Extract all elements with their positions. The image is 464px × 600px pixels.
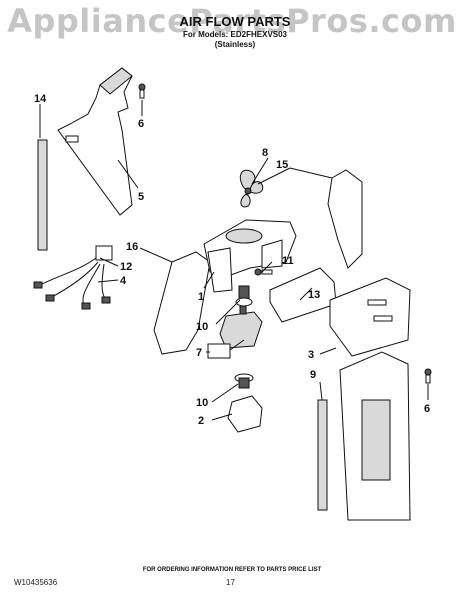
- leader-12: [99, 257, 119, 267]
- part-wire-harness: [33, 245, 113, 310]
- callout-5: 5: [138, 191, 144, 203]
- part-duct-right: [327, 169, 363, 269]
- leader-3: [319, 347, 337, 355]
- part-screw-top: [138, 83, 146, 99]
- leader-10-bottom: [211, 383, 239, 403]
- part-rear-cover: [329, 277, 411, 521]
- part-fan-motor: [219, 305, 263, 349]
- callout-14: 14: [34, 93, 47, 105]
- callout-10-bottom: 10: [196, 397, 208, 409]
- callout-11: 11: [282, 255, 294, 267]
- callout-12: 12: [120, 261, 132, 273]
- part-motor-mount-top: [235, 285, 253, 307]
- callout-6-right: 6: [424, 403, 430, 415]
- leader-4: [97, 279, 119, 283]
- part-wire-bracket: [269, 267, 337, 323]
- part-connector: [207, 339, 245, 359]
- callout-15: 15: [276, 159, 288, 171]
- part-screw-middle: [254, 268, 273, 276]
- part-seal-right: [317, 399, 328, 511]
- leader-15-b: [289, 167, 333, 179]
- part-seal-left: [37, 139, 48, 251]
- page-number: 17: [226, 578, 235, 587]
- watermark: AppliancePartsPros.com: [7, 2, 457, 40]
- callout-16: 16: [126, 241, 138, 253]
- callout-6-top: 6: [138, 118, 144, 130]
- leader-2: [211, 413, 233, 421]
- part-motor-bracket: [227, 395, 263, 433]
- part-screw-right: [424, 368, 432, 384]
- ordering-note: FOR ORDERING INFORMATION REFER TO PARTS …: [142, 567, 322, 573]
- leader-1: [203, 271, 215, 289]
- part-evaporator-cover: [57, 67, 133, 216]
- callout-4: 4: [120, 275, 127, 287]
- callout-1: 1: [198, 291, 204, 303]
- document-number: W10435636: [14, 578, 58, 587]
- model-line: For Models: ED2FHEXVS03: [182, 30, 288, 39]
- leader-13: [299, 287, 313, 301]
- leader-16: [139, 247, 173, 263]
- leader-10-top: [215, 299, 241, 325]
- part-fan-housing: [203, 219, 297, 293]
- leader-8: [251, 157, 269, 185]
- callout-8: 8: [262, 147, 268, 159]
- leader-15-a: [257, 167, 291, 185]
- callout-7: 7: [196, 347, 202, 359]
- callout-3: 3: [308, 349, 314, 361]
- callout-13: 13: [308, 289, 320, 301]
- callout-10-top: 10: [196, 321, 208, 333]
- part-gasket-left: [153, 251, 211, 355]
- leader-11: [261, 261, 273, 273]
- diagram-title: AIR FLOW PARTS: [179, 14, 291, 29]
- leader-9: [319, 381, 323, 401]
- leader-5: [117, 159, 139, 189]
- callout-2: 2: [198, 415, 204, 427]
- part-motor-mount-bottom: [234, 373, 254, 389]
- finish-line: (Stainless): [214, 40, 256, 49]
- callout-9: 9: [310, 369, 316, 381]
- part-fan-blade: [239, 169, 264, 208]
